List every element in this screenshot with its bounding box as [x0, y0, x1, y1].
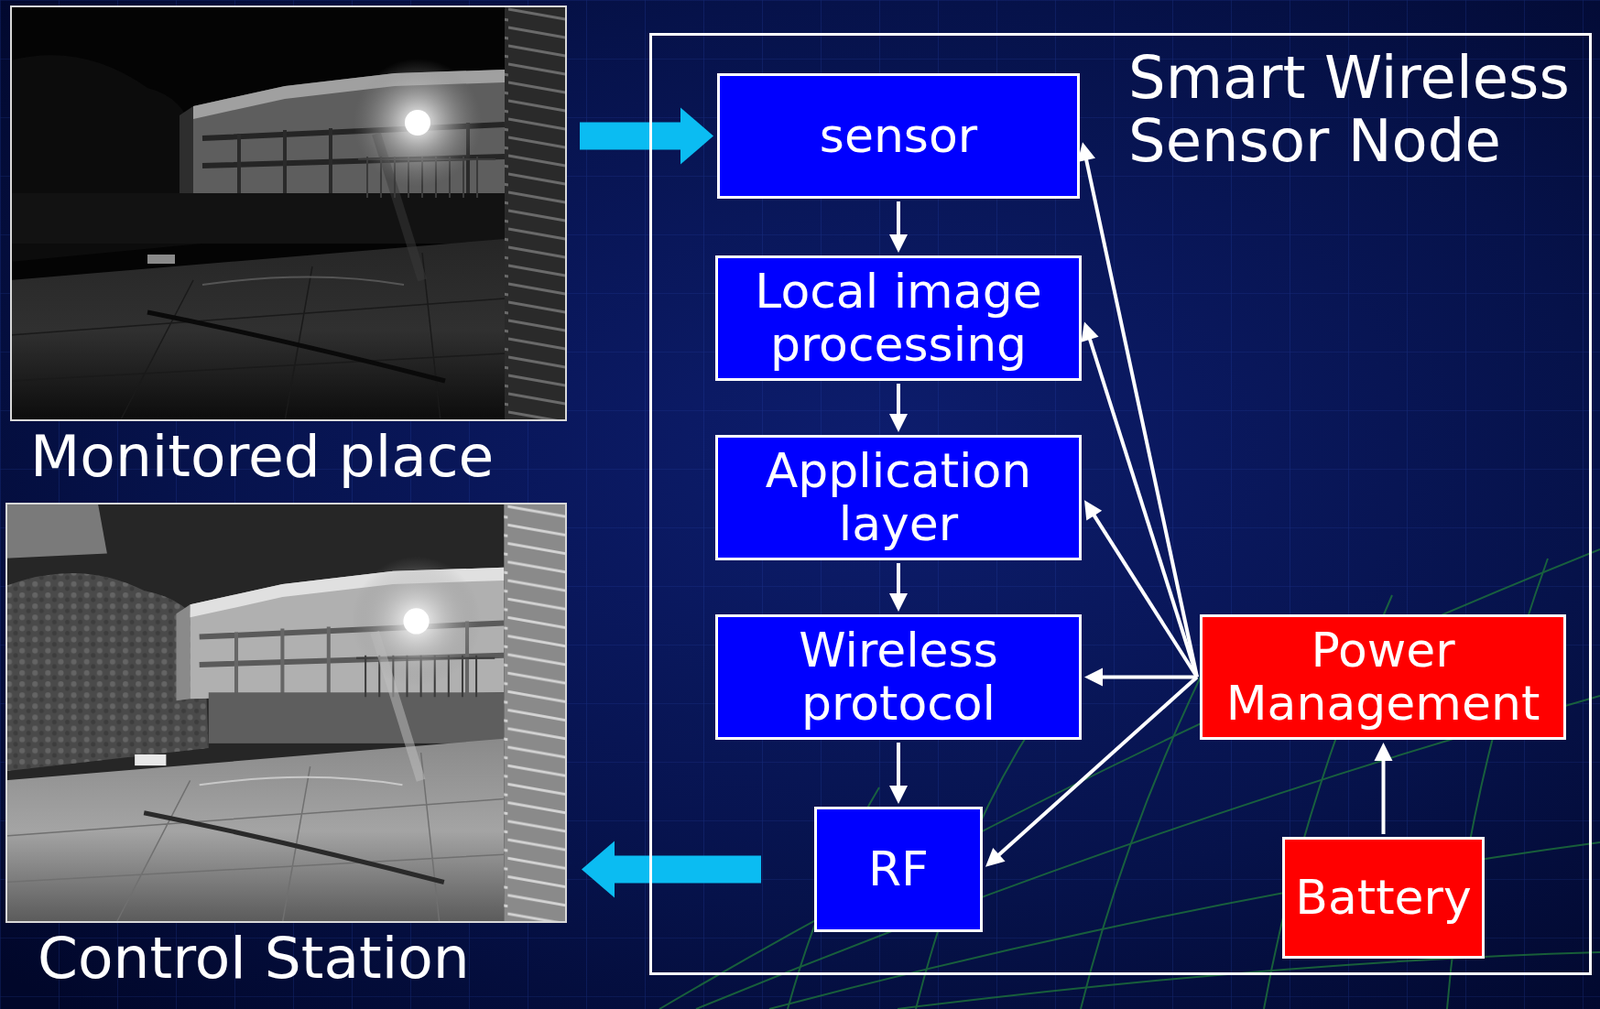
- arrow-head: [889, 785, 908, 805]
- process-box: sensor: [717, 73, 1080, 199]
- arrow-head: [1084, 500, 1102, 521]
- battery-box: Battery: [1282, 837, 1485, 959]
- node-enclosure: Smart Wireless Sensor Node sensorLocal im…: [649, 32, 1592, 976]
- connector-line: [896, 742, 901, 788]
- connector-arrow: [1077, 141, 1198, 677]
- arrow-head: [1084, 668, 1103, 687]
- connector-line: [579, 122, 685, 151]
- connector-line: [896, 383, 901, 416]
- box-label: Wireless protocol: [724, 624, 1073, 730]
- process-box: Local image processing: [715, 255, 1082, 381]
- box-label: RF: [868, 843, 929, 896]
- connector-arrow: [889, 742, 908, 805]
- arrow-head: [889, 234, 908, 253]
- box-label: Battery: [1295, 871, 1471, 925]
- photo-caption: Control Station: [37, 926, 470, 991]
- box-label: sensor: [819, 109, 978, 163]
- connector-arrow: [1084, 668, 1198, 687]
- arrow-head: [680, 108, 714, 165]
- photo-frame: Monitored place: [10, 5, 567, 422]
- connector-arrow: [889, 383, 908, 433]
- arrow-head: [985, 848, 1006, 868]
- connector-line: [1093, 513, 1198, 677]
- connector-line: [896, 563, 901, 596]
- connector-line: [1382, 759, 1386, 835]
- arrow-head: [581, 841, 615, 899]
- control-station-photo: [5, 502, 567, 924]
- photo-caption: Monitored place: [30, 424, 494, 489]
- connector-arrow: [1081, 322, 1198, 678]
- process-box: Wireless protocol: [715, 614, 1082, 741]
- flow-arrow: [579, 108, 714, 165]
- connector-arrow: [889, 563, 908, 612]
- connector-arrow: [1374, 742, 1394, 835]
- photo-frame: Control Station: [5, 502, 567, 924]
- connector-line: [1088, 337, 1198, 678]
- flow-arrow: [581, 841, 762, 899]
- connector-line: [896, 201, 901, 237]
- power-box: Power Management: [1199, 614, 1567, 741]
- connector-line: [1100, 675, 1198, 680]
- box-label: Application layer: [724, 445, 1073, 550]
- arrow-head: [889, 413, 908, 433]
- arrow-head: [1081, 322, 1100, 343]
- connector-line: [610, 856, 762, 884]
- monitored-photo: [10, 5, 567, 422]
- rf-box: RF: [814, 806, 983, 933]
- arrow-head: [889, 593, 908, 612]
- connector-arrow: [889, 201, 908, 253]
- perspective-grid: [659, 549, 1600, 1009]
- node-title: Smart Wireless Sensor Node: [1128, 46, 1585, 174]
- box-label: Power Management: [1208, 624, 1557, 730]
- process-box: Application layer: [715, 435, 1082, 561]
- connector-arrow: [1084, 500, 1198, 677]
- arrow-head: [1374, 742, 1394, 762]
- connector-line: [1086, 158, 1198, 678]
- box-label: Local image processing: [724, 265, 1073, 371]
- arrow-head: [1077, 141, 1096, 163]
